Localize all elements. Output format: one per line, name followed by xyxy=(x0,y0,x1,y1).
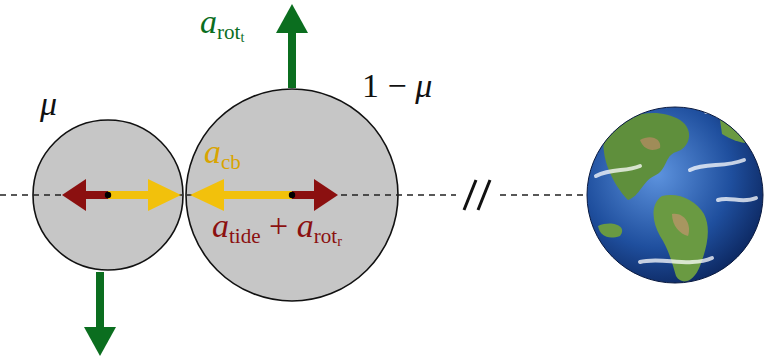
circle-outline xyxy=(185,88,399,302)
text-part: 1 − xyxy=(362,67,415,104)
earth-image xyxy=(587,107,763,283)
text-part: a xyxy=(212,207,229,244)
text-part: t xyxy=(240,29,244,45)
body-circle: μ xyxy=(32,119,184,271)
mass-label-box: 1 − μ xyxy=(362,66,432,107)
text-part: tide xyxy=(229,224,261,248)
acceleration-label-box: acb xyxy=(204,132,241,173)
body-circle: 1 − μ xyxy=(185,88,399,302)
mass-label-box: μ xyxy=(40,84,57,125)
acceleration-label-box: atide + arotr xyxy=(212,206,342,247)
circle-shape xyxy=(186,89,398,301)
acceleration-label: atide + arotr xyxy=(212,207,342,244)
mass-label: μ xyxy=(40,85,57,122)
text-part: a xyxy=(204,133,221,170)
text-part: a xyxy=(200,3,217,40)
text-part: rot xyxy=(314,224,337,248)
acceleration-label: arott xyxy=(200,3,244,40)
acceleration-label-box: arott xyxy=(200,2,244,43)
center-dot xyxy=(105,192,295,198)
circle-shape xyxy=(33,120,183,270)
break-symbol xyxy=(464,180,490,210)
axis-line xyxy=(500,194,588,195)
text-part: a xyxy=(297,207,314,244)
text-part: r xyxy=(337,233,342,249)
circle-outline xyxy=(32,119,184,271)
text-part: μ xyxy=(415,67,432,104)
text-part: cb xyxy=(221,150,241,174)
text-part: μ xyxy=(40,85,57,122)
acceleration-label: acb xyxy=(204,133,241,170)
text-part: rot xyxy=(217,20,240,44)
mass-label: 1 − μ xyxy=(362,67,432,104)
text-part: + xyxy=(261,207,297,244)
